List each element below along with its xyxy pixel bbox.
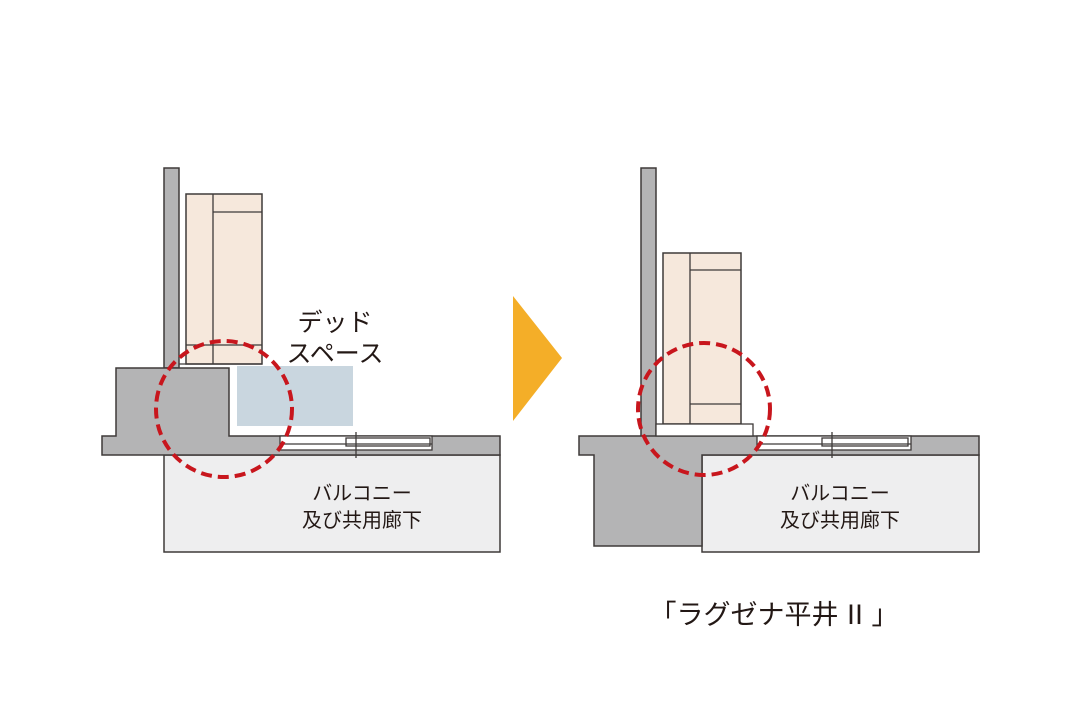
dead-space-label-line1: デッド [297,308,372,337]
left-balcony-label-line2: 及び共用廊下 [302,508,422,532]
left-floor-slab [163,454,501,553]
right-floor-slab [701,454,980,553]
left-highlight-circle [154,339,294,479]
building-caption: 「ラグゼナ平井 II 」 [649,600,898,631]
left-floor-rail [279,432,433,458]
left-sash [179,193,263,365]
right-sash [655,252,754,437]
left-wall [163,167,180,369]
left-balcony-label-line1: バルコニー [312,481,412,505]
right-concrete-sill [578,435,980,547]
right-diagram [578,167,980,553]
left-concrete-sill [101,367,501,456]
right-balcony-label-line1: バルコニー [790,481,890,505]
left-diagram [101,167,501,553]
right-wall [640,167,657,439]
dead-space-block [237,366,353,426]
right-triangle-arrow-icon [513,296,562,421]
right-floor-rail [756,432,912,458]
dead-space-label-line2: スペース [286,339,383,368]
right-balcony-label-line2: 及び共用廊下 [780,508,900,532]
right-highlight-circle [636,341,772,477]
